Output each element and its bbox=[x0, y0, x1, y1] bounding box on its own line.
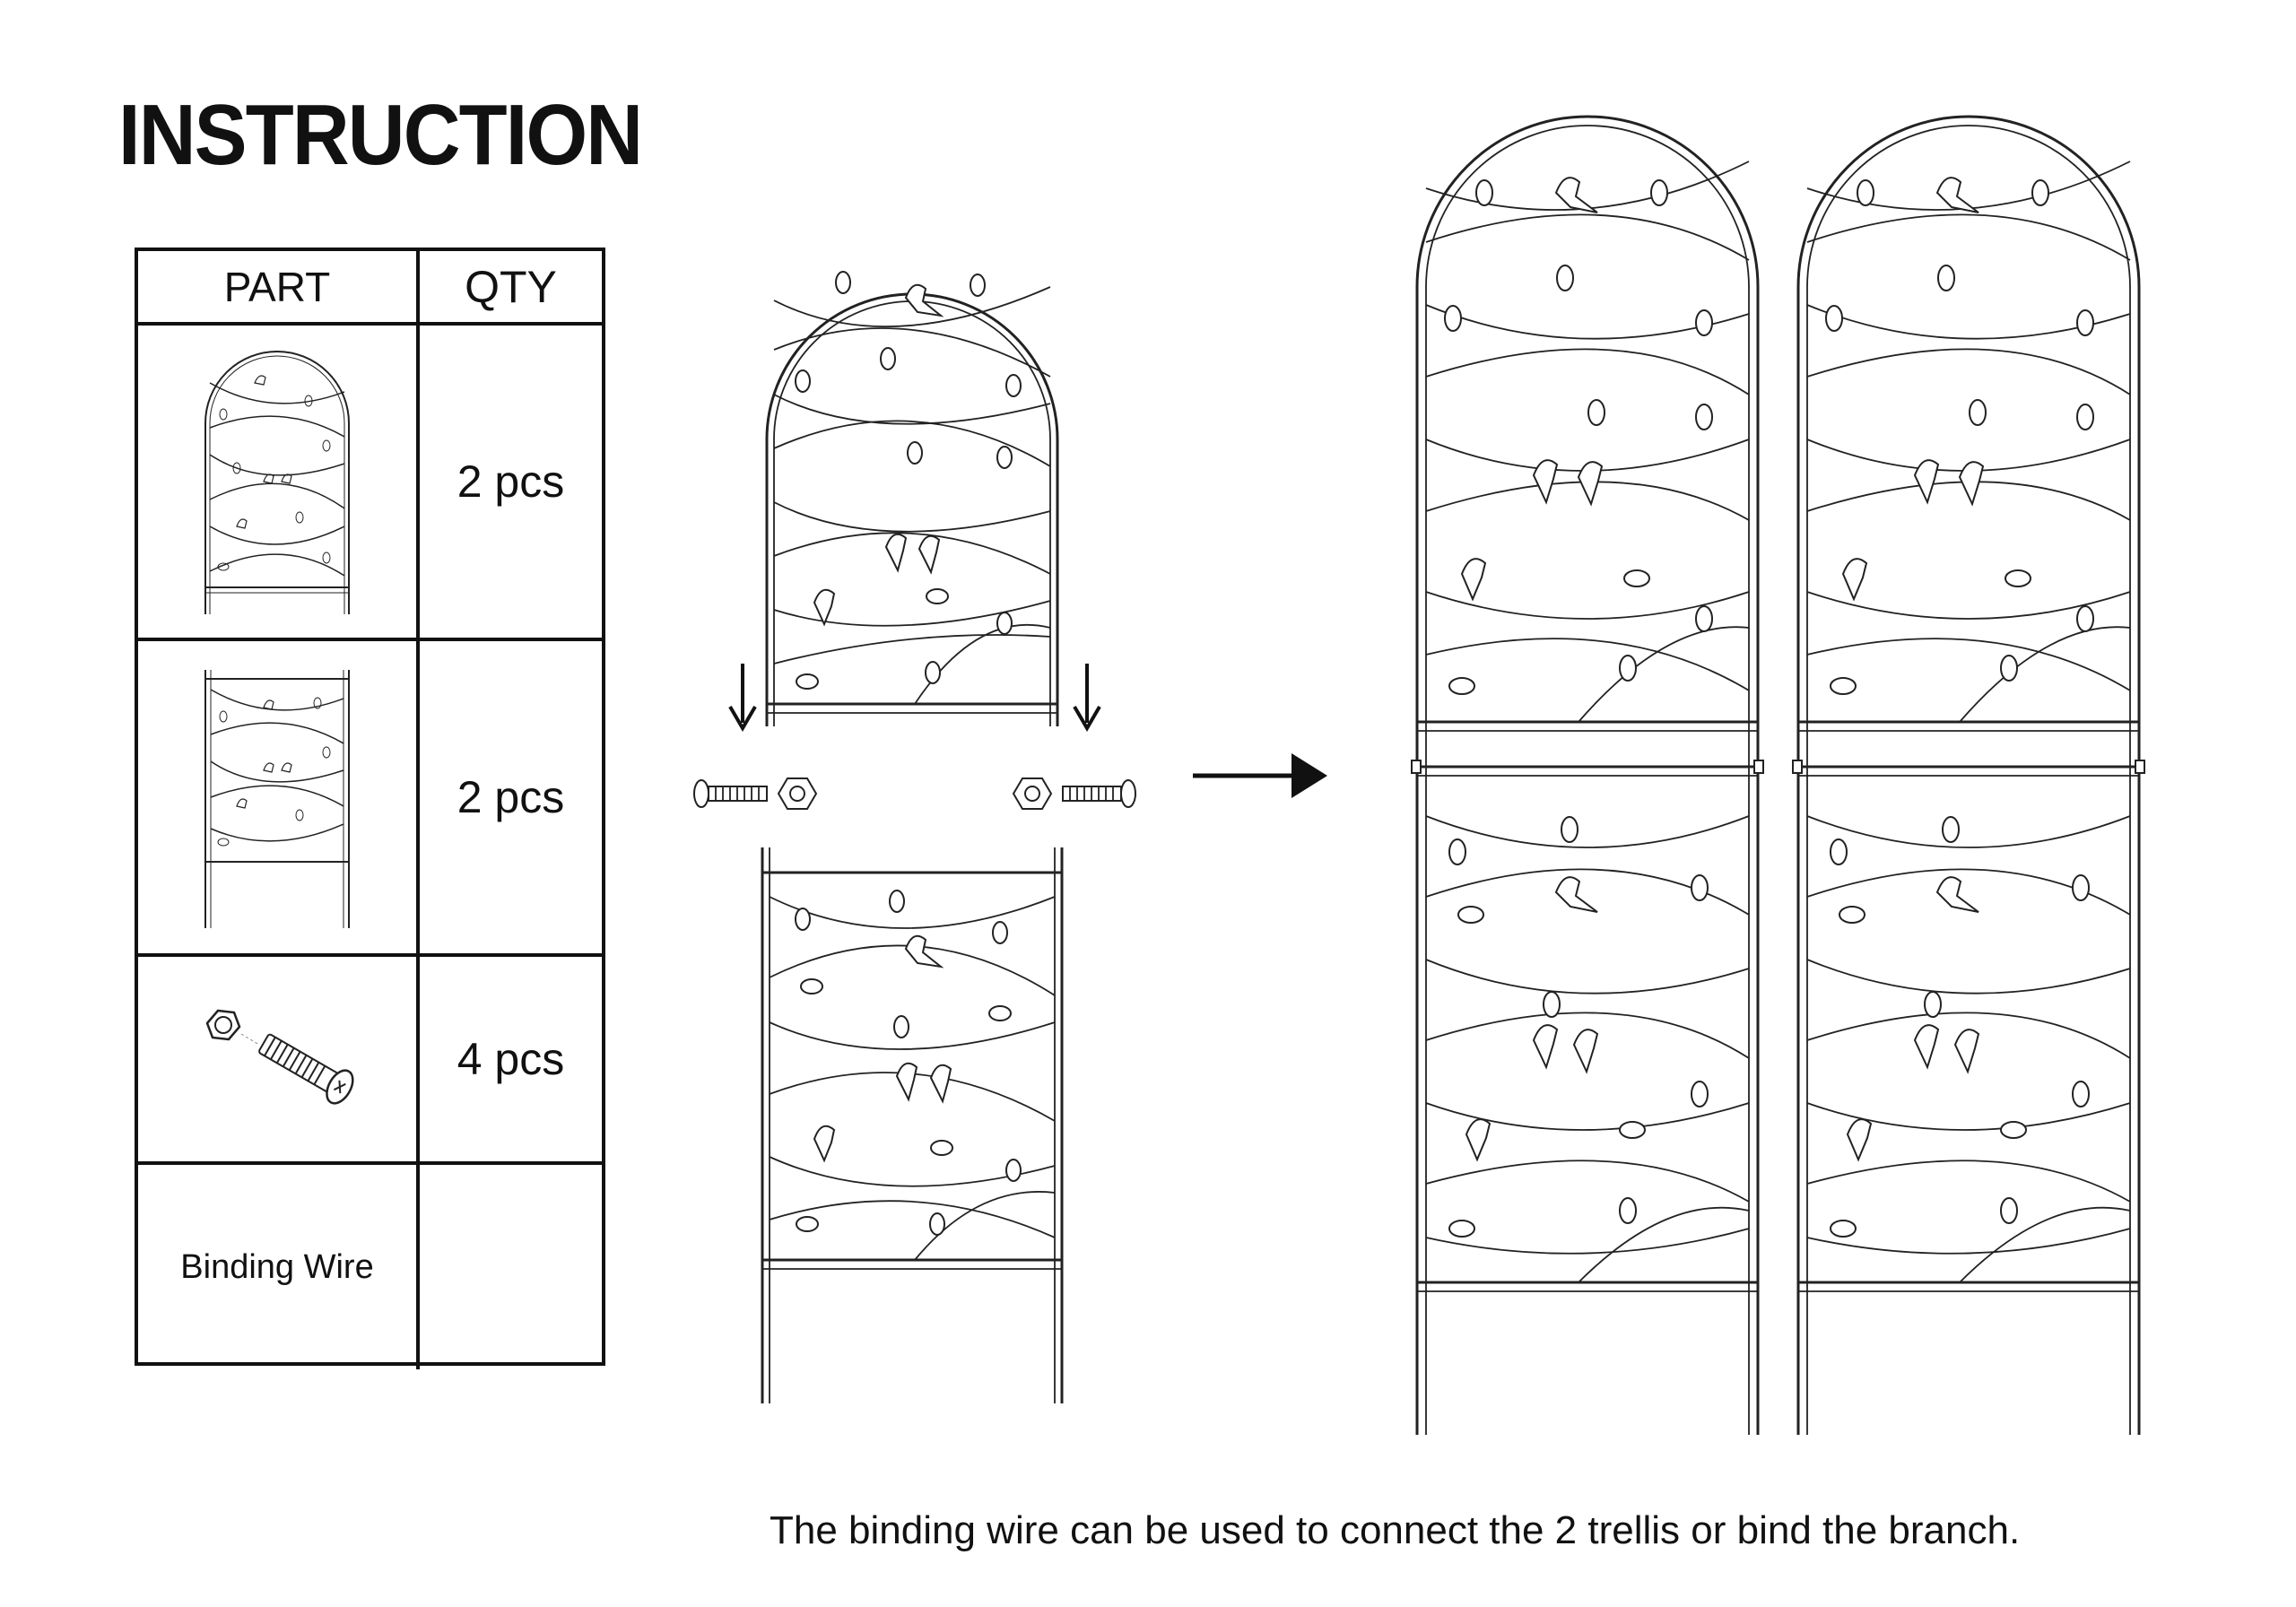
lower-rectangular-panel bbox=[761, 847, 1064, 1403]
table-row: 4 pcs bbox=[138, 957, 602, 1165]
bolt-nut-left bbox=[693, 777, 818, 810]
upper-arched-panel bbox=[765, 283, 1059, 726]
right-arrow bbox=[1193, 753, 1327, 798]
qty-bolt-nut: 4 pcs bbox=[457, 1034, 565, 1084]
table-row: 2 pcs bbox=[138, 641, 602, 957]
assembled-panel-right bbox=[1791, 115, 2146, 1437]
part-arched-panel-cell bbox=[138, 326, 420, 638]
assembled-panel-left bbox=[1410, 115, 1765, 1437]
qty-binding-wire bbox=[420, 1165, 602, 1369]
part-binding-wire: Binding Wire bbox=[138, 1165, 420, 1369]
assembled-trellis-pair bbox=[1410, 115, 2146, 1437]
header-part: PART bbox=[138, 251, 420, 322]
table-header-row: PART QTY bbox=[138, 251, 602, 326]
part-bolt-nut-cell bbox=[138, 957, 420, 1161]
bolt-and-nut-icon bbox=[205, 1009, 354, 1105]
bolt-nut-right bbox=[1012, 777, 1136, 810]
rectangular-panel-icon bbox=[204, 670, 350, 928]
table-row: 2 pcs bbox=[138, 326, 602, 641]
part-rect-panel-cell bbox=[138, 641, 420, 953]
binding-wire-caption: The binding wire can be used to connect … bbox=[770, 1508, 2021, 1552]
page-title: INSTRUCTION bbox=[118, 87, 643, 183]
qty-rect-panel: 2 pcs bbox=[457, 772, 565, 822]
parts-table: PART QTY bbox=[135, 248, 605, 1369]
down-arrow-right bbox=[1073, 664, 1101, 732]
header-qty: QTY bbox=[465, 261, 557, 312]
arched-panel-icon bbox=[204, 351, 350, 614]
down-arrow-left bbox=[728, 664, 757, 732]
exploded-assembly-diagram bbox=[693, 271, 1136, 1403]
leaf-marks bbox=[795, 271, 1022, 690]
qty-arched-panel: 2 pcs bbox=[457, 456, 565, 507]
table-row: Binding Wire bbox=[138, 1165, 602, 1369]
